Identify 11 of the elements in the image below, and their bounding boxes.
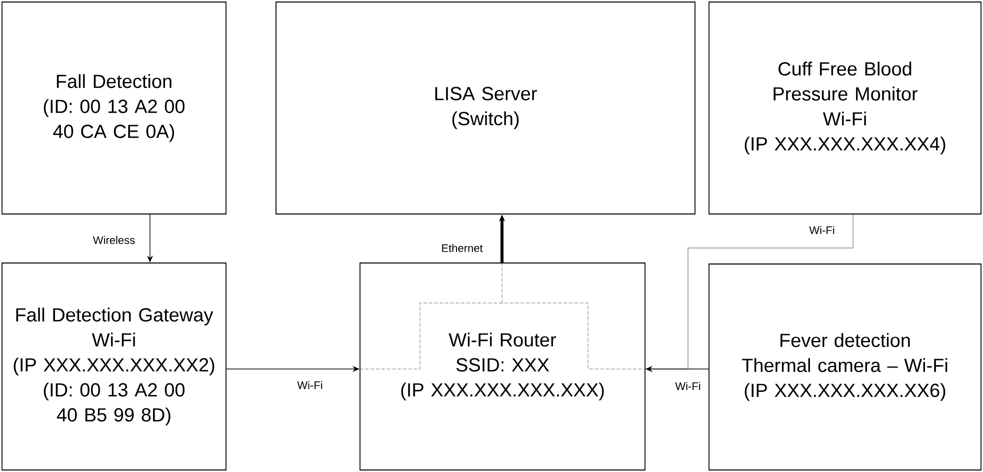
- device-box: Fever detection Thermal camera – Wi-Fi (IP XXX.XXX.XXX.XX6): [708, 264, 982, 470]
- edge-label: Wi-Fi: [674, 381, 702, 391]
- device-box: LISA Server (Switch): [276, 2, 696, 214]
- edge-label: Wi-Fi: [296, 380, 324, 390]
- edge-label: Ethernet: [440, 242, 484, 254]
- device-box: Fall Detection (ID: 00 13 A2 00 40 CA CE 0A): [2, 2, 226, 214]
- edge-label: Wireless: [92, 234, 136, 246]
- device-box: Wi-Fi Router SSID: XXX (IP XXX.XXX.XXX.XXX): [360, 262, 646, 470]
- edge-label: Wi-Fi: [808, 225, 836, 235]
- device-box: Cuff Free Blood Pressure Monitor Wi-Fi (IP XXX.XXX.XXX.XX4): [708, 2, 982, 214]
- device-box: Fall Detection Gateway Wi-Fi (IP XXX.XXX.XXX.XX2) (ID: 00 13 A2 00 40 B5 99 8D): [2, 262, 226, 470]
